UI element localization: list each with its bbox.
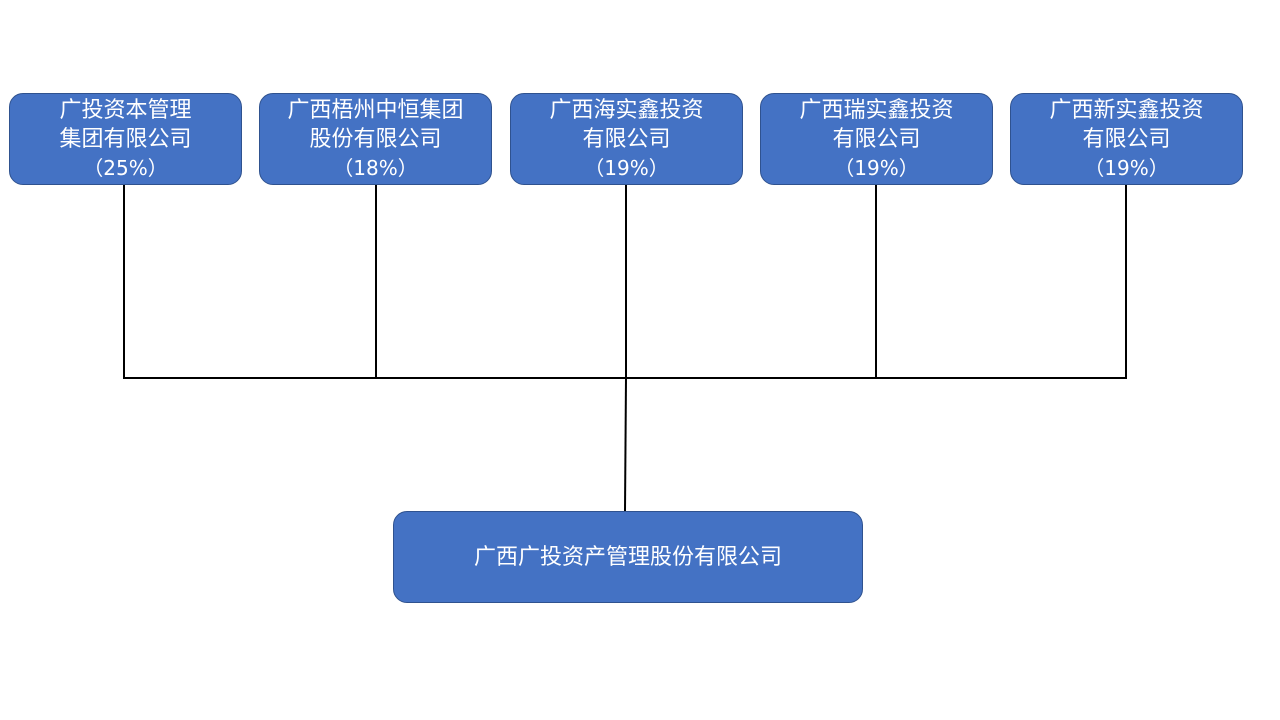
shareholder-name-line1: 广投资本管理 <box>59 97 192 123</box>
shareholder-name-line2: 集团有限公司 <box>59 126 192 152</box>
shareholder-percent: （25%） <box>83 155 168 180</box>
shareholder-name-line2: 股份有限公司 <box>309 126 442 152</box>
shareholder-box-5: 广西新实鑫投资 有限公司 （19%） <box>1010 93 1243 185</box>
shareholder-box-3: 广西海实鑫投资 有限公司 （19%） <box>510 93 743 185</box>
shareholder-box-1: 广投资本管理 集团有限公司 （25%） <box>9 93 242 185</box>
shareholder-name-line1: 广西梧州中恒集团 <box>287 97 464 123</box>
shareholder-percent: （18%） <box>333 155 418 180</box>
shareholder-name-line2: 有限公司 <box>1082 126 1171 152</box>
shareholder-percent: （19%） <box>834 155 919 180</box>
shareholder-name-line2: 有限公司 <box>582 126 671 152</box>
shareholder-percent: （19%） <box>1084 155 1169 180</box>
shareholder-name-line1: 广西瑞实鑫投资 <box>799 97 954 123</box>
shareholder-name-line2: 有限公司 <box>832 126 921 152</box>
connector-to-subsidiary <box>624 377 627 512</box>
shareholder-box-2: 广西梧州中恒集团 股份有限公司 （18%） <box>259 93 492 185</box>
shareholder-box-4: 广西瑞实鑫投资 有限公司 （19%） <box>760 93 993 185</box>
subsidiary-name: 广西广投资产管理股份有限公司 <box>473 544 782 570</box>
shareholder-percent: （19%） <box>584 155 669 180</box>
subsidiary-box: 广西广投资产管理股份有限公司 <box>393 511 863 603</box>
shareholder-name-line1: 广西新实鑫投资 <box>1049 97 1204 123</box>
shareholder-name-line1: 广西海实鑫投资 <box>549 97 704 123</box>
